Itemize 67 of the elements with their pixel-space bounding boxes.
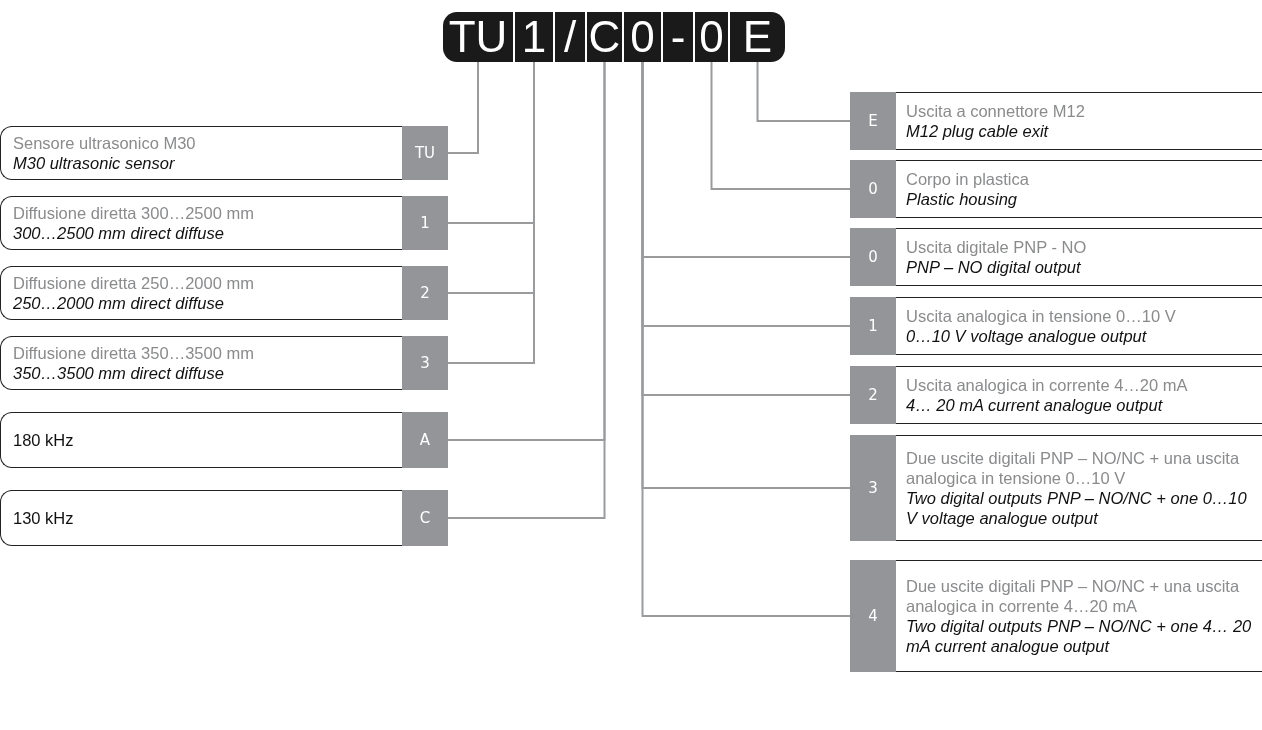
english-description: Plastic housing [906,189,1018,209]
code-tab: 0 [850,228,896,286]
code-tab: 1 [850,297,896,355]
english-description: PNP – NO digital output [906,257,1082,277]
italian-description: Sensore ultrasonico M30 [13,133,197,153]
code-tab: C [402,490,448,546]
italian-description: Uscita analogica in corrente 4…20 mA [906,375,1189,395]
option-box [850,92,1262,150]
node-label: E [742,12,773,61]
english-description: Two digital outputs PNP – NO/NC + one 4… 20 mA current analogue output [906,616,1253,656]
option-box [0,266,448,320]
option-box [850,228,1262,286]
node-label: 1 [521,12,547,61]
italian-description: Due uscite digitali PNP – NO/NC + una uscita analogica in tensione 0…10 V [906,448,1241,488]
english-description: Two digital outputs PNP – NO/NC + one 0…10 V voltage analogue output [906,488,1248,528]
option-box [0,490,448,546]
leader-line [756,61,851,122]
code-tab: A [402,412,448,468]
code-tab: 3 [402,336,448,390]
option-box [850,297,1262,355]
english-description: 300…2500 mm direct diffuse [13,223,225,243]
code-character: TU [443,12,513,62]
code-character: 1 [515,12,553,62]
option-box [0,336,448,390]
leader-line [710,61,851,190]
italian-description: Uscita a connettore M12 [906,101,1086,121]
code-tab: 2 [402,266,448,320]
code-character: / [555,12,585,62]
leader-line [447,61,479,154]
italian-description: Uscita analogica in tensione 0…10 V [906,306,1177,326]
english-description: M12 plug cable exit [906,121,1050,141]
code-tab: TU [402,126,448,180]
code-character: 0 [695,12,728,62]
english-description: 0…10 V voltage analogue output [906,326,1148,346]
option-text: 130 kHz [13,508,75,528]
option-box [0,412,448,468]
code-character: E [730,12,785,62]
node-label: 0 [630,12,655,61]
italian-description: Diffusione diretta 350…3500 mm [13,343,255,363]
code-tab: 0 [850,160,896,218]
option-box [850,160,1262,218]
code-character: C [587,12,622,62]
code-character: 0 [624,12,661,62]
option-box [850,366,1262,424]
code-tab: 2 [850,366,896,424]
node-label: / [563,12,577,61]
italian-description: Corpo in plastica [906,169,1030,189]
node-label: - [670,12,686,61]
option-box [0,126,448,180]
option-text: 180 kHz [13,430,75,450]
code-tab: 1 [402,196,448,250]
italian-description: Diffusione diretta 300…2500 mm [13,203,255,223]
english-description: 350…3500 mm direct diffuse [13,363,225,383]
code-character: - [663,12,693,62]
option-box [850,560,1262,672]
code-tab: E [850,92,896,150]
italian-description: Due uscite digitali PNP – NO/NC + una uscita analogica in corrente 4…20 mA [906,576,1241,616]
code-tab: 4 [850,560,896,672]
english-description: 4… 20 mA current analogue output [906,395,1164,415]
option-box [850,435,1262,541]
italian-description: Diffusione diretta 250…2000 mm [13,273,255,293]
english-description: 250…2000 mm direct diffuse [13,293,225,313]
leader-line [447,61,606,519]
english-description: M30 ultrasonic sensor [13,153,176,173]
italian-description: Uscita digitale PNP - NO [906,237,1088,257]
code-tab: 3 [850,435,896,541]
option-box [0,196,448,250]
